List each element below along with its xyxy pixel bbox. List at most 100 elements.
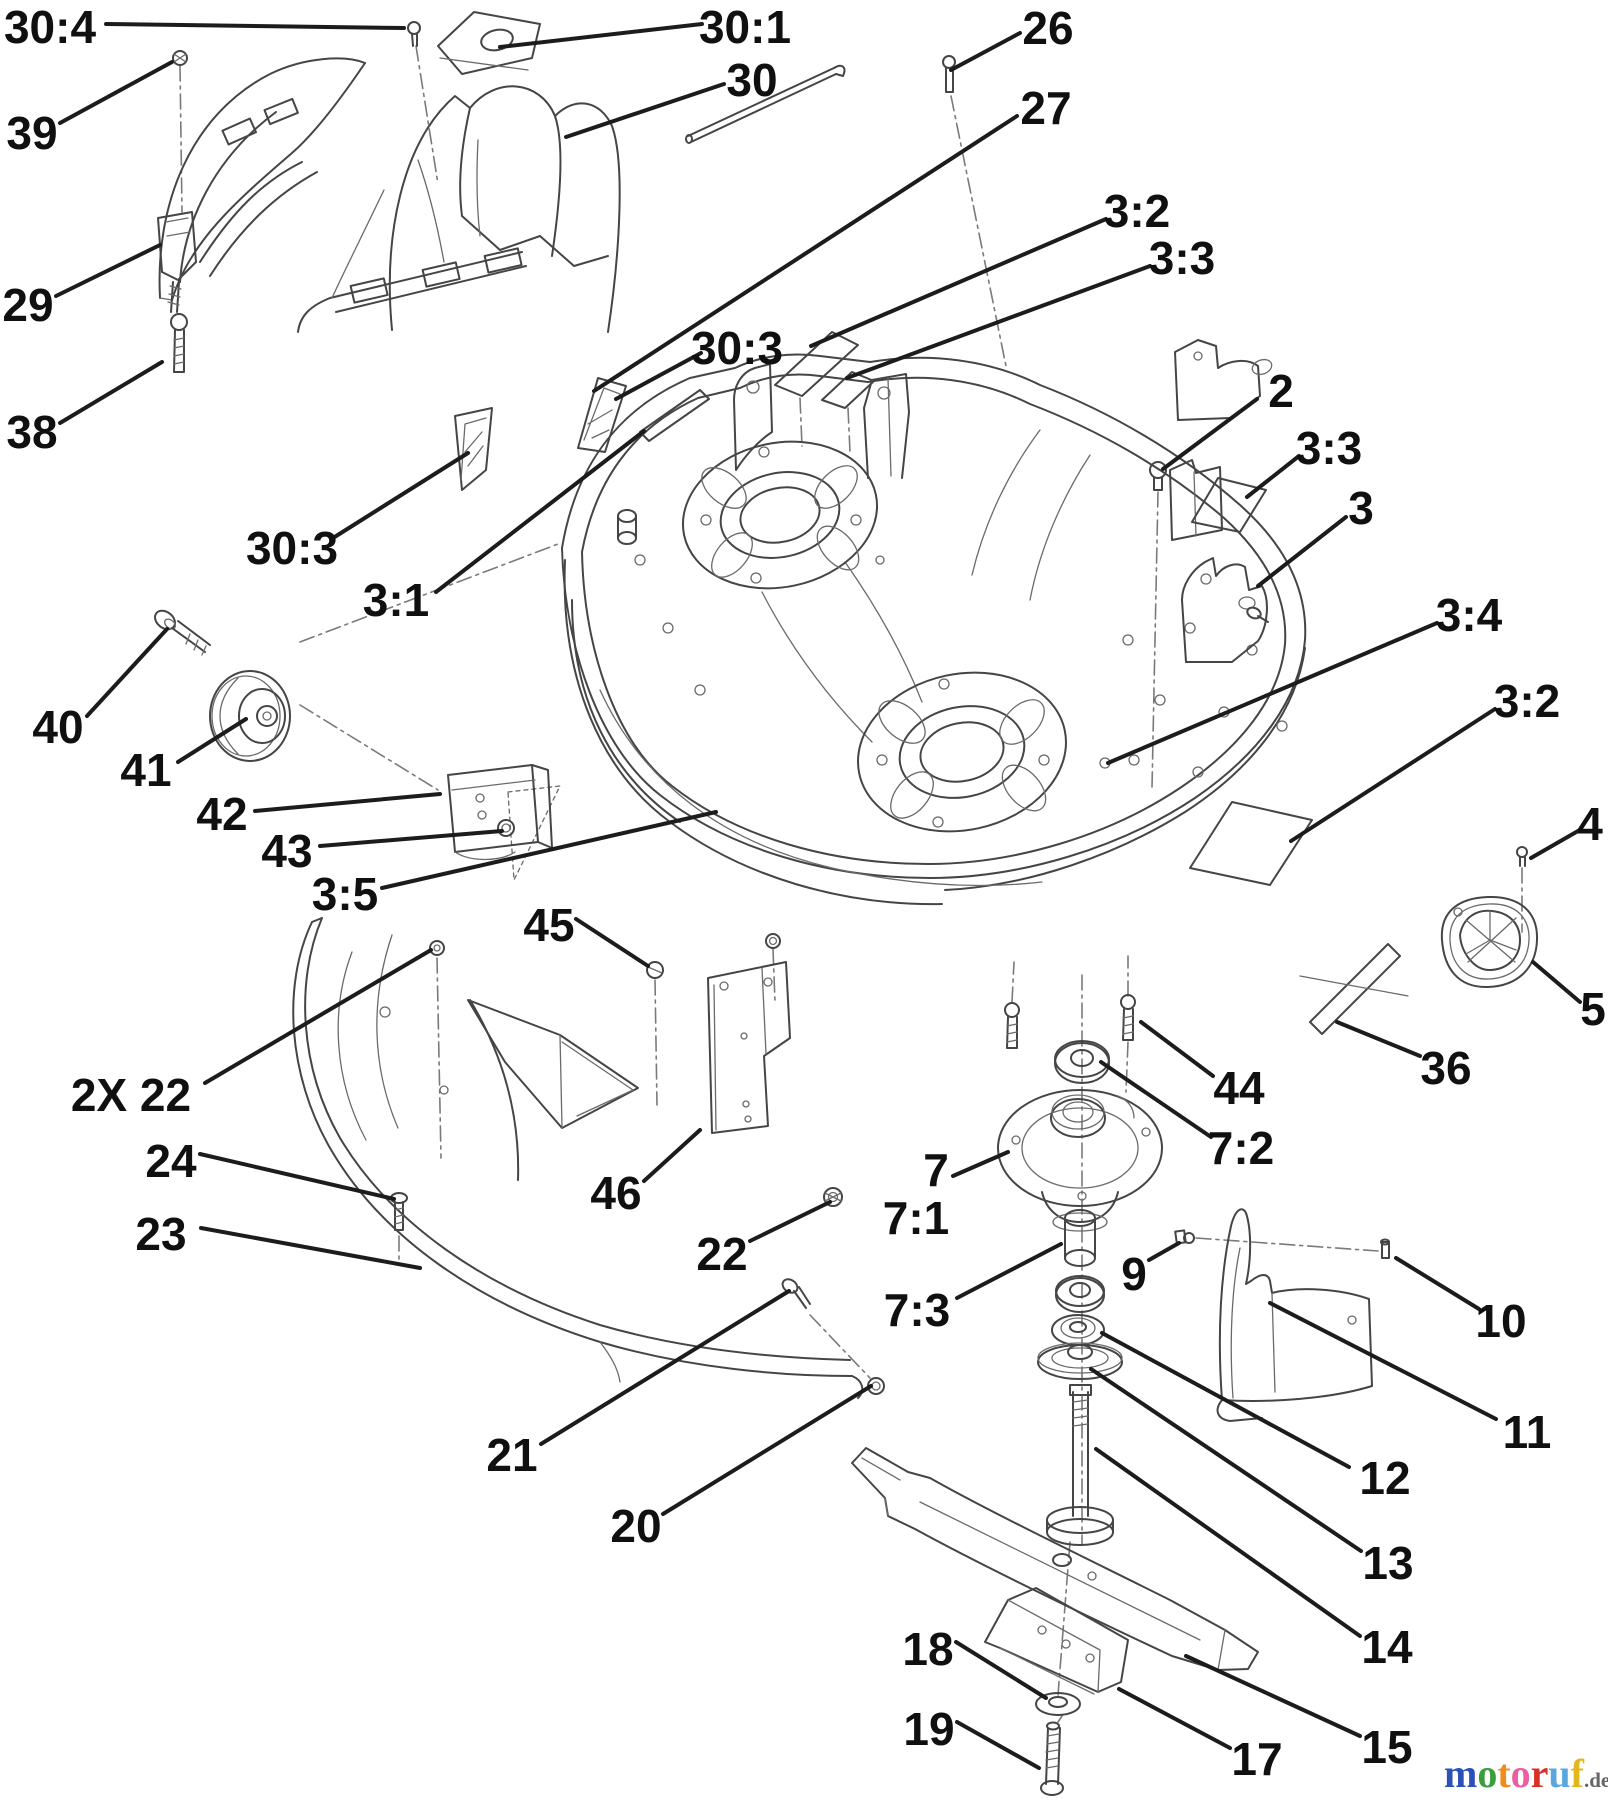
logo-letter: u	[1548, 1751, 1571, 1796]
leader-line-40	[85, 627, 169, 718]
construction-lines	[179, 45, 1523, 1723]
deck-spindle-pod-1	[681, 440, 879, 590]
motoruf-logo-suffix: .de	[1584, 1768, 1608, 1792]
leader-line-4	[1529, 829, 1580, 860]
callout-label-15: 15	[1361, 1721, 1412, 1773]
leader-line-13	[1089, 1367, 1363, 1553]
callout-label-20: 20	[610, 1500, 661, 1552]
callout-label-9: 9	[1121, 1248, 1147, 1300]
callout-label-3-2: 3:2	[1494, 675, 1560, 727]
leader-line-3-3	[845, 264, 1152, 380]
callout-label-18: 18	[902, 1623, 953, 1675]
leader-line-3-5	[380, 810, 718, 890]
bracket-3	[1181, 557, 1269, 663]
leader-line-39	[58, 60, 174, 125]
leader-line-30-3	[331, 451, 470, 540]
callout-label-19: 19	[903, 1703, 954, 1755]
callout-label-42: 42	[196, 788, 247, 840]
callout-label-4: 4	[1577, 798, 1603, 850]
callout-label-40: 40	[32, 701, 83, 753]
part-belt-cover	[158, 57, 366, 301]
bolt-39	[172, 50, 188, 66]
callout-label-2X-22: 2X 22	[71, 1069, 191, 1121]
washer-18	[1035, 1692, 1081, 1716]
spindle-housing-7	[997, 1089, 1163, 1232]
deck-spindle-pod-2	[857, 671, 1067, 833]
leader-line-2X-22	[203, 948, 433, 1085]
leader-line-24	[198, 1152, 396, 1201]
callout-label-14: 14	[1361, 1621, 1413, 1673]
blade-15	[851, 1447, 1259, 1671]
bracket-29	[157, 211, 197, 313]
nut-22	[823, 1187, 843, 1207]
bolt-9	[1174, 1229, 1195, 1245]
bracket-46	[707, 933, 791, 1134]
leader-line-30	[564, 82, 726, 139]
leader-line-3-4	[1106, 621, 1439, 765]
callout-label-24: 24	[145, 1135, 197, 1187]
logo-letter: o	[1510, 1751, 1531, 1796]
leader-line-2	[1161, 397, 1259, 471]
adapter-17	[984, 1587, 1129, 1695]
pulley-13	[1037, 1342, 1123, 1380]
callout-label-3-4: 3:4	[1436, 589, 1503, 641]
screw-30-4	[407, 21, 421, 47]
leader-line-12	[1100, 1331, 1351, 1469]
callout-label-30: 30	[726, 54, 777, 106]
callout-label-38: 38	[6, 406, 57, 458]
leader-line-20	[661, 1384, 873, 1516]
leader-line-18	[954, 1640, 1048, 1700]
callout-label-3-3: 3:3	[1296, 422, 1362, 474]
leader-line-42	[253, 792, 442, 813]
callout-label-46: 46	[590, 1167, 641, 1219]
logo-letter: o	[1477, 1751, 1498, 1796]
callout-label-21: 21	[486, 1429, 537, 1481]
seal-12	[1051, 1314, 1105, 1346]
leader-line-44	[1139, 1020, 1215, 1078]
callout-label-43: 43	[261, 825, 312, 877]
callout-label-26: 26	[1022, 2, 1073, 54]
callout-label-30-3: 30:3	[246, 522, 338, 574]
leader-line-29	[54, 243, 162, 298]
leader-line-23	[199, 1226, 422, 1270]
callout-label-2: 2	[1268, 365, 1294, 417]
pin-10	[1380, 1238, 1390, 1259]
leader-line-36	[1335, 1020, 1422, 1058]
deck-brackets	[733, 339, 1273, 541]
leader-line-30-4	[104, 22, 406, 30]
callout-label-45: 45	[523, 899, 574, 951]
callout-label-39: 39	[6, 107, 57, 159]
shaft-14	[1046, 1384, 1114, 1546]
wedge-30-3-left	[454, 407, 493, 491]
callout-label-29: 29	[2, 279, 53, 331]
leader-line-22	[748, 1200, 832, 1243]
callout-label-30-3: 30:3	[691, 322, 783, 374]
leader-line-7	[951, 1150, 1010, 1178]
leader-line-38	[58, 360, 164, 425]
leader-line-14	[1094, 1447, 1362, 1638]
bearing-7-2	[1054, 1040, 1110, 1084]
callout-label-7-3: 7:3	[884, 1284, 950, 1336]
leader-line-3-1	[434, 429, 646, 594]
leader-line-21	[539, 1289, 791, 1446]
bolts-44	[1004, 994, 1136, 1049]
leader-line-7-2	[1099, 1060, 1213, 1139]
bolt-19	[1040, 1721, 1064, 1796]
bolt-4	[1516, 846, 1528, 867]
leader-line-15	[1184, 1654, 1362, 1738]
callout-label-7-1: 7:1	[883, 1192, 949, 1244]
callout-label-11: 11	[1503, 1406, 1552, 1458]
bearing-lower	[1055, 1275, 1105, 1313]
wheel-41	[209, 670, 291, 762]
rod-26	[685, 55, 956, 144]
cover-11	[1216, 1208, 1373, 1422]
callout-label-7: 7	[923, 1144, 949, 1196]
wheel-5	[1440, 895, 1539, 989]
bolt-2	[1149, 461, 1167, 491]
callout-label-5: 5	[1580, 983, 1606, 1035]
leader-line-9	[1147, 1241, 1181, 1262]
motoruf-logo-letters: motoruf	[1444, 1751, 1584, 1796]
